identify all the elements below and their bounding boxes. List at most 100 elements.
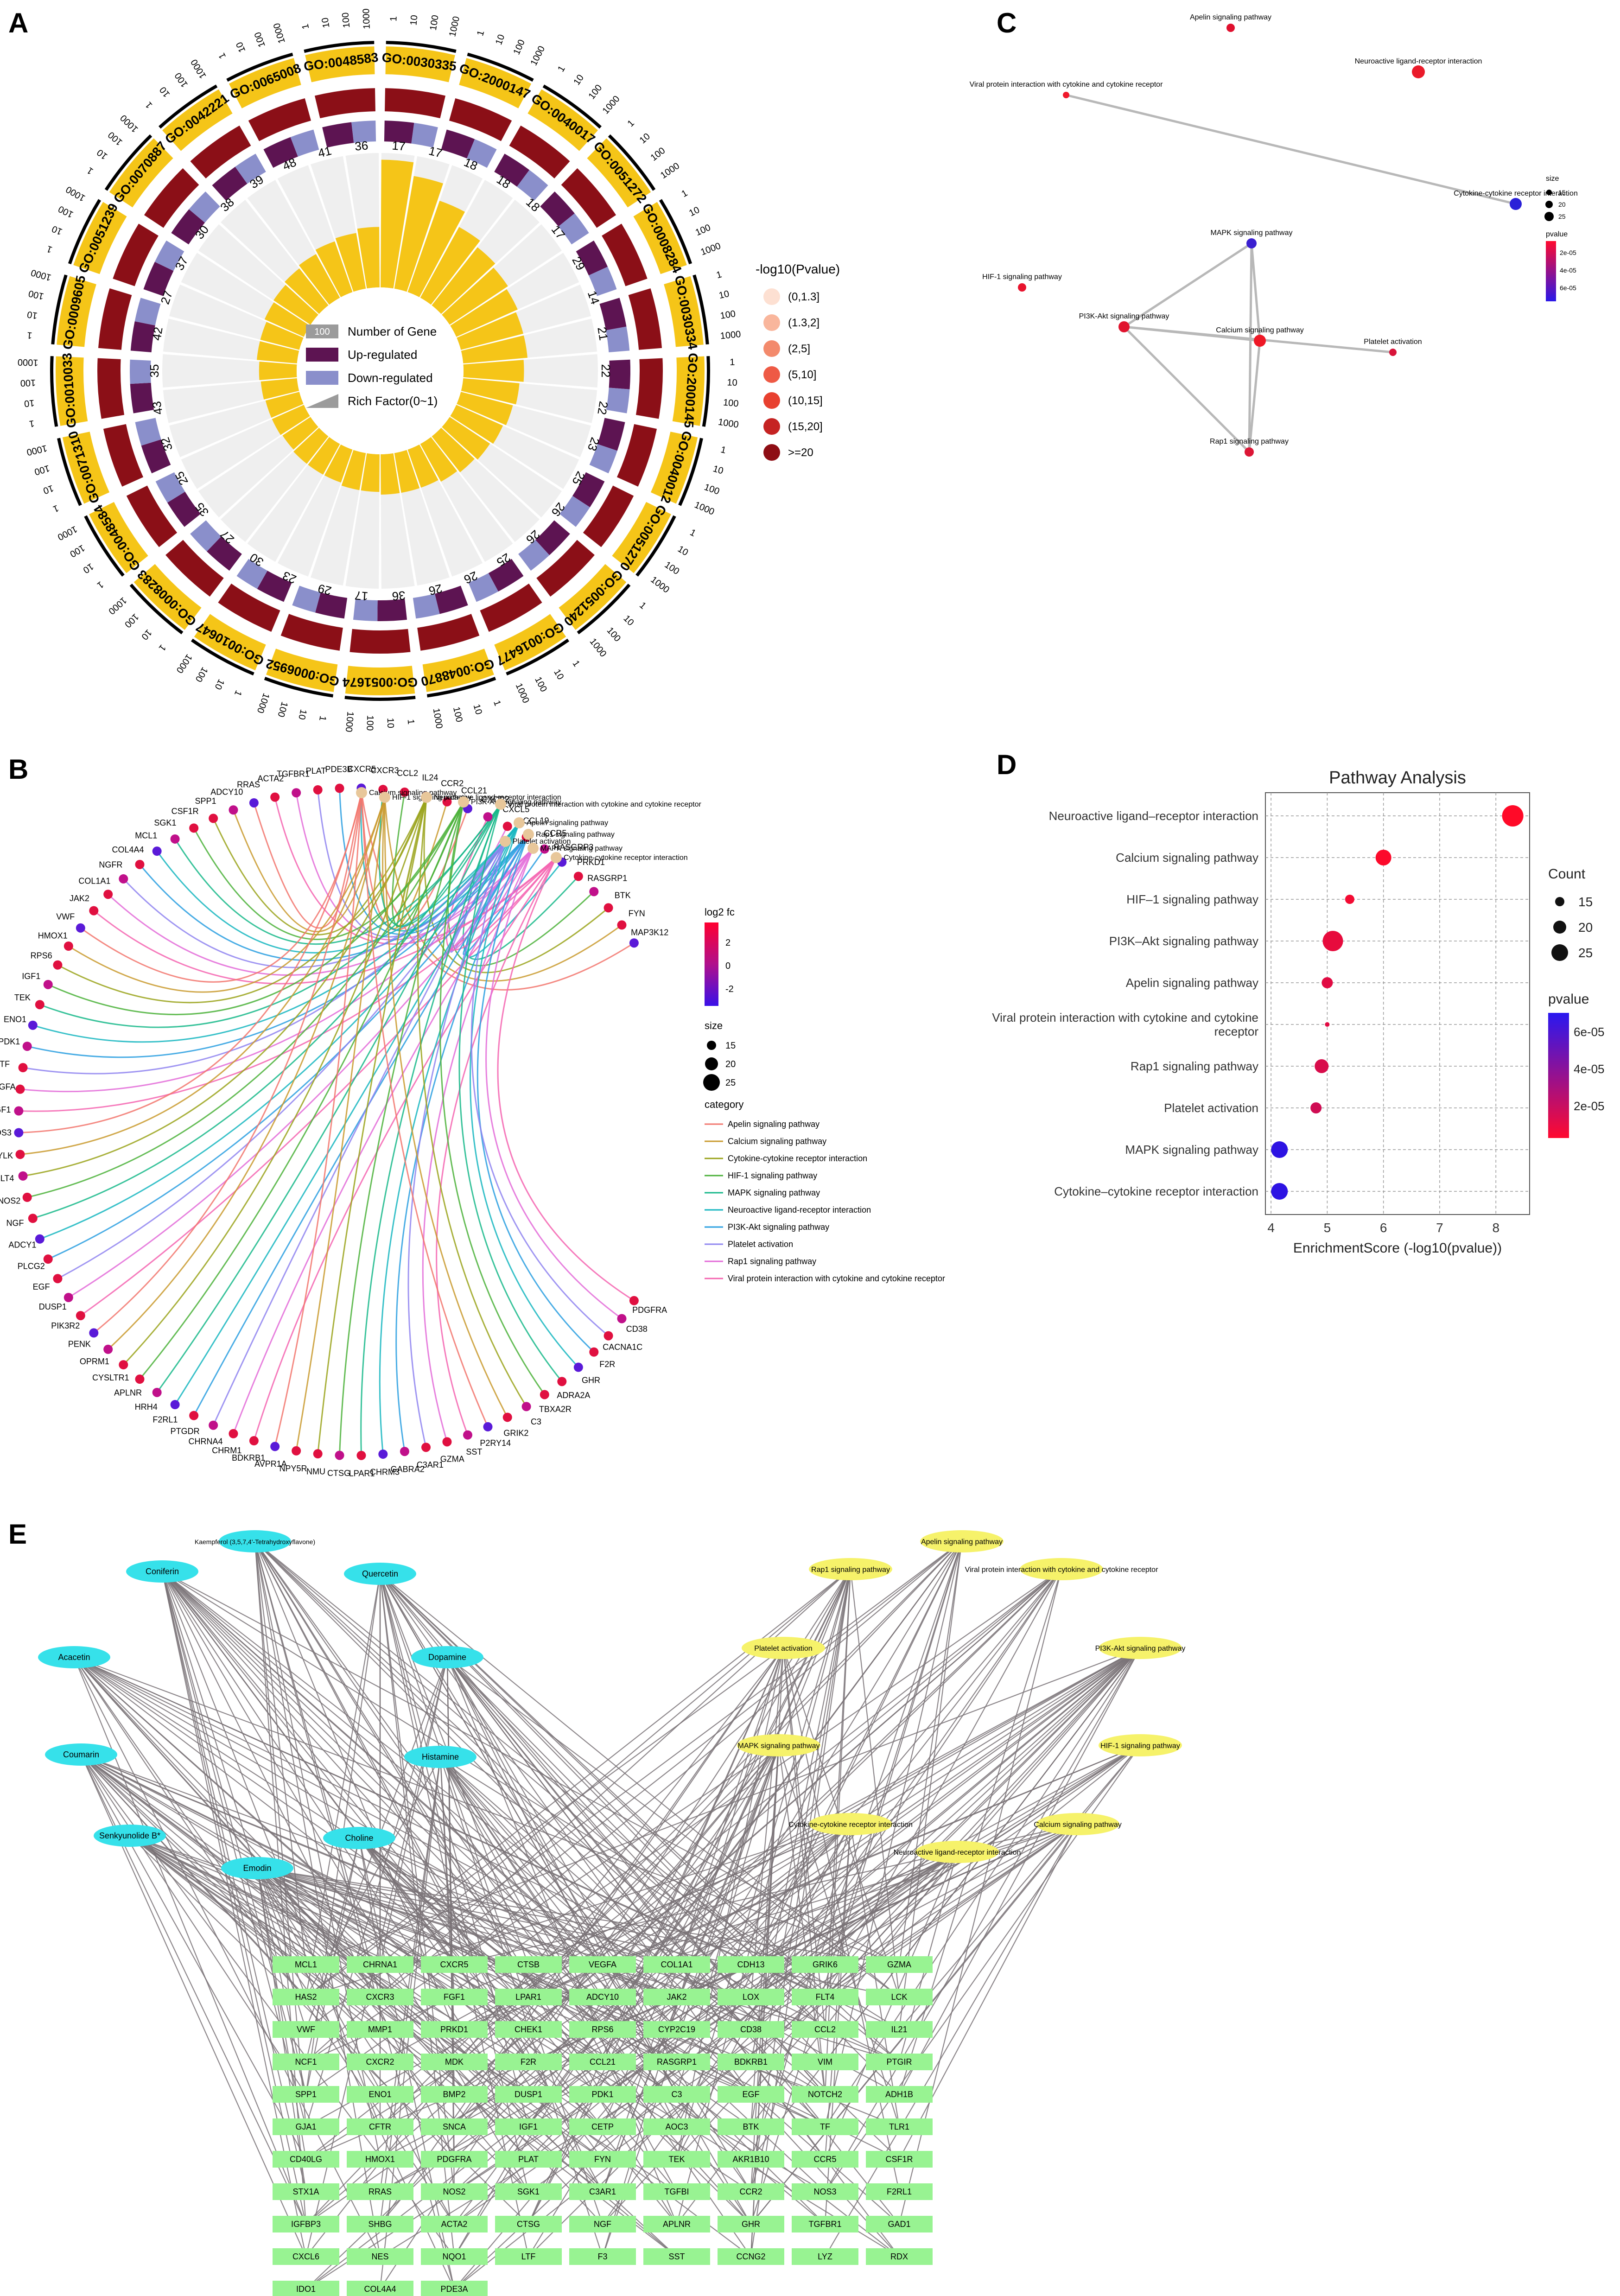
scale-tick: 1 bbox=[680, 188, 690, 200]
pathway-target-edge bbox=[750, 1647, 784, 1997]
scale-axis bbox=[68, 199, 102, 265]
gene-node bbox=[483, 812, 493, 822]
gene-count-label: 17 bbox=[392, 138, 406, 153]
edge-layer bbox=[73, 1541, 1141, 2290]
gene-node bbox=[292, 1446, 301, 1456]
number-of-gene-bar bbox=[417, 614, 480, 651]
gene-label: GZMA bbox=[440, 1454, 464, 1463]
category-legend-label: Neuroactive ligand-receptor interaction bbox=[728, 1205, 871, 1215]
target-node bbox=[718, 2054, 784, 2070]
y-category-label: Platelet activation bbox=[1164, 1101, 1258, 1115]
rich-factor-sector: 36 bbox=[381, 453, 415, 604]
gene-label: CTSG bbox=[327, 1469, 350, 1478]
pathway-label: Viral protein interaction with cytokine … bbox=[965, 1566, 1158, 1574]
chord-line bbox=[469, 822, 579, 1368]
down-regulated-bar bbox=[290, 129, 319, 157]
up-regulated-bar bbox=[488, 559, 524, 591]
scale-tick: 100 bbox=[33, 463, 51, 477]
gene-label: PLCG2 bbox=[18, 1261, 45, 1271]
down-regulated-bar bbox=[135, 418, 161, 446]
scale-tick: 10 bbox=[320, 17, 331, 28]
gene-node bbox=[43, 1254, 53, 1264]
rich-factor-bar bbox=[293, 427, 329, 464]
rich-factor-bar bbox=[259, 361, 297, 381]
target-node bbox=[866, 2216, 933, 2232]
pvalue-tick: 4e-05 bbox=[1560, 267, 1576, 274]
compound-label: Coniferin bbox=[146, 1567, 179, 1576]
gene-label: CCL2 bbox=[397, 769, 418, 778]
target-label: F3 bbox=[597, 2252, 607, 2261]
gene-node bbox=[189, 1411, 199, 1420]
gene-label: ENO1 bbox=[4, 1015, 26, 1024]
gene-count-label: 43 bbox=[149, 400, 165, 415]
log2fc-tick: 2 bbox=[725, 938, 731, 948]
go-band bbox=[587, 138, 651, 208]
target-label: FYN bbox=[594, 2155, 611, 2164]
compound-target-edge bbox=[440, 1756, 677, 2062]
pathway-target-edge bbox=[750, 1569, 1062, 2030]
scale-tick: 10 bbox=[158, 85, 172, 99]
target-label: SHBG bbox=[368, 2220, 392, 2229]
go-band bbox=[345, 666, 415, 696]
gene-label: PIK3R2 bbox=[51, 1321, 80, 1330]
target-label: NGF bbox=[594, 2220, 611, 2229]
rich-factor-bar bbox=[442, 417, 490, 460]
target-node bbox=[347, 2086, 413, 2103]
gene-node bbox=[604, 903, 613, 913]
scale-axis bbox=[702, 356, 710, 427]
pathway-target-edge bbox=[898, 1541, 963, 2030]
rich-factor-bar bbox=[442, 267, 508, 325]
rich-factor-bar bbox=[450, 405, 503, 444]
gene-label: PTGDR bbox=[171, 1427, 200, 1436]
compound-target-edge bbox=[162, 1571, 751, 2030]
compound-label: Acacetin bbox=[58, 1653, 90, 1662]
scale-tick: 100 bbox=[193, 665, 210, 684]
target-label: SPP1 bbox=[295, 2090, 317, 2099]
gene-label: NGFR bbox=[99, 860, 122, 870]
rich-factor-bar bbox=[308, 437, 340, 475]
target-node bbox=[643, 2086, 710, 2103]
gene-node bbox=[421, 1443, 431, 1452]
pathway-node-label: HIF-1 signaling pathway bbox=[982, 273, 1062, 281]
pathway-node bbox=[1020, 1558, 1103, 1580]
target-node bbox=[421, 2151, 488, 2168]
up-regulated-bar bbox=[141, 439, 171, 474]
gene-node bbox=[604, 1331, 613, 1341]
number-of-gene-bar bbox=[280, 614, 343, 651]
gene-node bbox=[135, 859, 145, 869]
rich-factor-bar bbox=[432, 247, 496, 314]
chord-line bbox=[361, 792, 489, 1427]
scale-tick: 1000 bbox=[718, 417, 739, 430]
up-regulated-bar bbox=[441, 129, 475, 159]
compound-target-edge bbox=[161, 1571, 307, 2225]
gene-node bbox=[629, 938, 639, 948]
gene-node bbox=[53, 960, 63, 970]
scale-axis bbox=[159, 84, 218, 129]
category-legend-label: Rap1 signaling pathway bbox=[728, 1257, 816, 1266]
scale-tick: 10 bbox=[212, 677, 226, 691]
count-legend-label: 20 bbox=[1578, 920, 1593, 935]
target-label: CCR5 bbox=[813, 2155, 836, 2164]
pvalue-tick: 2e-05 bbox=[1574, 1099, 1605, 1113]
compound-target-edge bbox=[161, 1571, 307, 2095]
count-legend-title: Count bbox=[1548, 866, 1586, 882]
down-regulated-bar bbox=[129, 359, 151, 384]
number-of-gene-bar bbox=[144, 168, 199, 228]
target-node bbox=[718, 2151, 784, 2168]
scale-axis bbox=[386, 41, 457, 53]
up-regulated-bar bbox=[434, 585, 468, 614]
scale-tick: 1 bbox=[85, 165, 95, 176]
scale-tick: 1 bbox=[475, 29, 486, 37]
target-node bbox=[569, 2054, 636, 2070]
gene-label: FGF1 bbox=[0, 1105, 11, 1114]
up-regulated-bar bbox=[576, 240, 608, 276]
go-band bbox=[266, 649, 338, 692]
target-node bbox=[347, 2118, 413, 2135]
gene-label: CXCR5 bbox=[348, 764, 376, 774]
target-label: CD38 bbox=[740, 2025, 762, 2034]
category-legend-label: Cytokine-cytokine receptor interaction bbox=[728, 1154, 867, 1163]
scale-tick: 1000 bbox=[659, 161, 681, 181]
